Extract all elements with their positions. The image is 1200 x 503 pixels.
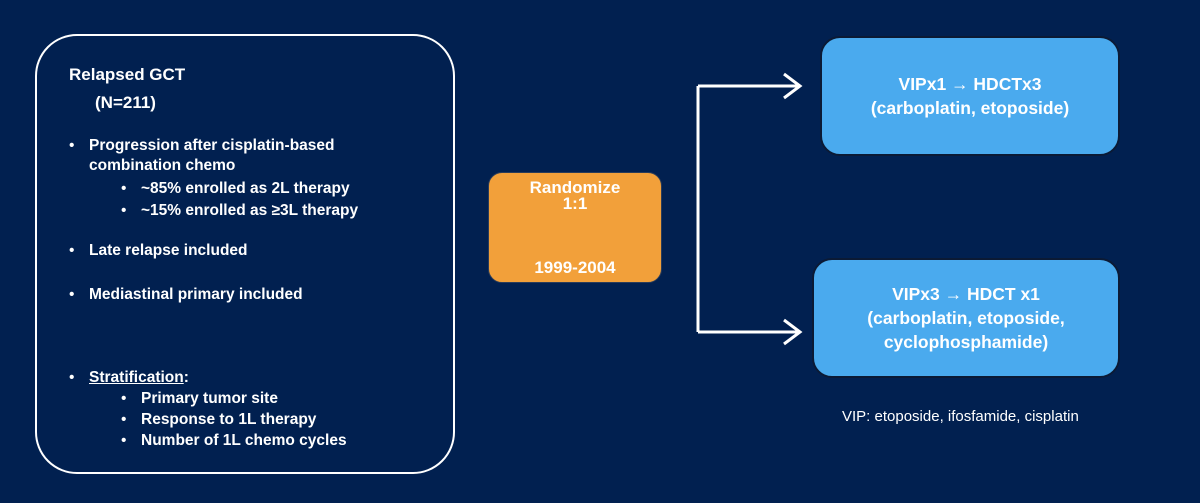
randomize-years: 1999-2004 — [534, 258, 616, 277]
bullet-late-relapse: • Late relapse included — [69, 241, 248, 261]
arm1-agents: (carboplatin, etoposide) — [870, 98, 1070, 118]
bullet-dot: • — [69, 286, 75, 303]
bullet-dot: • — [121, 432, 127, 449]
bullet-late-relapse-text: Late relapse included — [89, 242, 248, 259]
bullet-dot: • — [121, 411, 127, 428]
strat-item-site: • Primary tumor site — [121, 389, 278, 409]
randomize-label: Randomize — [529, 178, 621, 197]
strat-item-site-text: Primary tumor site — [141, 390, 278, 407]
bullet-progression-line2: combination chemo — [89, 157, 236, 174]
arm2-regimen: VIPx3 → HDCT x1 — [892, 284, 1040, 304]
population-panel: Relapsed GCT (N=211) • Progression after… — [35, 34, 455, 474]
arrowhead-arm2 — [783, 318, 803, 346]
bullet-mediastinal: • Mediastinal primary included — [69, 285, 303, 305]
sub-bullet-3l: • ~15% enrolled as ≥3L therapy — [121, 201, 359, 221]
bullet-dot: • — [69, 242, 75, 259]
sub-bullet-3l-text: ~15% enrolled as ≥3L therapy — [141, 202, 359, 219]
sub-bullet-2l-text: ~85% enrolled as 2L therapy — [141, 180, 350, 197]
bullet-stratification: • Stratification: — [69, 368, 189, 388]
arrowhead-arm1 — [783, 72, 803, 100]
randomize-box: Randomize 1:1 1999-2004 — [488, 172, 662, 283]
arm1-regimen: VIPx1 → HDCTx3 — [898, 74, 1042, 94]
sub-bullet-2l: • ~85% enrolled as 2L therapy — [121, 179, 350, 199]
stratification-colon: : — [183, 369, 189, 386]
arm2-agents-line1: (carboplatin, etoposide, — [867, 308, 1065, 328]
bullet-dot: • — [69, 137, 75, 154]
bullet-dot: • — [69, 369, 75, 386]
randomize-ratio: 1:1 — [562, 194, 588, 213]
bullet-dot: • — [121, 180, 127, 197]
bullet-dot: • — [121, 202, 127, 219]
bullet-progression-cont: combination chemo — [89, 156, 235, 176]
strat-item-cycles-text: Number of 1L chemo cycles — [141, 432, 347, 449]
stratification-label: Stratification — [89, 369, 184, 386]
footnote: VIP: etoposide, ifosfamide, cisplatin — [842, 408, 1079, 425]
bullet-mediastinal-text: Mediastinal primary included — [89, 286, 303, 303]
bullet-dot: • — [121, 390, 127, 407]
population-count: (N=211) — [95, 93, 156, 112]
arm2-agents-line2: cyclophosphamide) — [883, 332, 1049, 352]
bullet-progression-line1: Progression after cisplatin-based — [89, 137, 335, 154]
population-title: Relapsed GCT — [69, 65, 186, 84]
strat-item-cycles: • Number of 1L chemo cycles — [121, 431, 347, 451]
arm-box-2: VIPx3 → HDCT x1 (carboplatin, etoposide,… — [812, 258, 1120, 378]
arm-box-1: VIPx1 → HDCTx3 (carboplatin, etoposide) — [820, 36, 1120, 156]
strat-item-response: • Response to 1L therapy — [121, 410, 317, 430]
bullet-progression: • Progression after cisplatin-based — [69, 136, 335, 156]
strat-item-response-text: Response to 1L therapy — [141, 411, 317, 428]
